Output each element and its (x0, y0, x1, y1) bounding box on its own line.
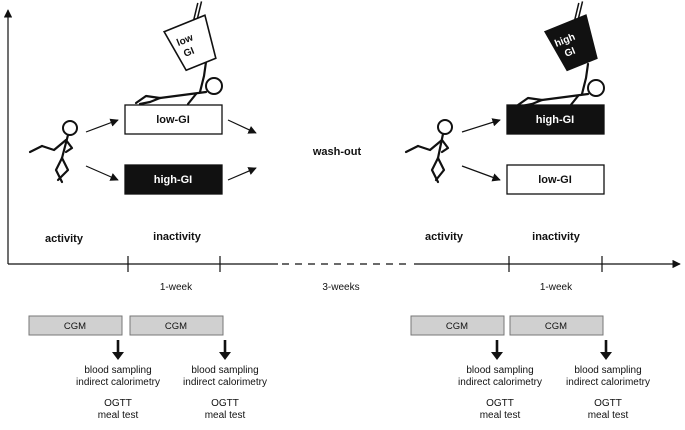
arrow-icon (227, 119, 257, 134)
right-high-gi-label: high-GI (536, 114, 575, 126)
middle-weeks-label: 3-weeks (322, 282, 359, 293)
down-arrow-icon (112, 340, 124, 360)
ogtt-label: OGTT (104, 398, 132, 409)
cgm-box-left-2 (129, 315, 224, 336)
arrow-icon (85, 165, 119, 181)
cgm-label: CGM (446, 321, 468, 332)
left-activity-label: activity (45, 233, 84, 245)
meal-test-label: meal test (480, 410, 521, 421)
down-arrow-icon (491, 340, 503, 360)
right-low-gi-label: low-GI (538, 174, 572, 186)
right-inactivity-label: inactivity (532, 231, 581, 243)
cup-icon-left (162, 1, 217, 72)
blood-sampling-label: blood sampling (574, 365, 641, 376)
walking-person-icon-right (404, 119, 453, 184)
arrow-icon (227, 167, 257, 181)
cup-icon-right (543, 1, 598, 72)
arrow-icon (461, 165, 501, 182)
blood-sampling-label: blood sampling (466, 365, 533, 376)
left-low-gi-label: low-GI (156, 114, 190, 126)
cgm-box-right-1 (410, 315, 505, 336)
arrow-icon (461, 118, 501, 133)
blood-sampling-label: blood sampling (84, 365, 151, 376)
left-week-label: 1-week (160, 282, 193, 293)
ogtt-label: OGTT (594, 398, 622, 409)
blood-sampling-label: blood sampling (191, 365, 258, 376)
wash-out-label: wash-out (312, 146, 362, 158)
left-high-gi-label: high-GI (154, 174, 193, 186)
meal-test-label: meal test (588, 410, 629, 421)
left-inactivity-label: inactivity (153, 231, 202, 243)
ogtt-label: OGTT (486, 398, 514, 409)
left-high-gi-box (124, 164, 223, 195)
left-low-gi-box (124, 104, 223, 135)
cgm-label: CGM (545, 321, 567, 332)
indirect-calorimetry-label: indirect calorimetry (76, 377, 160, 388)
arrow-icon (85, 118, 119, 133)
indirect-calorimetry-label: indirect calorimetry (183, 377, 267, 388)
right-activity-label: activity (425, 231, 464, 243)
meal-test-label: meal test (205, 410, 246, 421)
right-low-gi-box (506, 164, 605, 195)
ogtt-label: OGTT (211, 398, 239, 409)
reclining-person-icon-right (516, 62, 605, 108)
cgm-box-left-1 (28, 315, 123, 336)
down-arrow-icon (600, 340, 612, 360)
indirect-calorimetry-label: indirect calorimetry (458, 377, 542, 388)
cgm-label: CGM (64, 321, 86, 332)
indirect-calorimetry-label: indirect calorimetry (566, 377, 650, 388)
cgm-box-right-2 (509, 315, 604, 336)
meal-test-label: meal test (98, 410, 139, 421)
right-high-gi-box (506, 104, 605, 135)
reclining-person-icon-left (134, 60, 223, 106)
right-cup-text-line2: GI (563, 46, 577, 60)
walking-person-icon-left (28, 120, 78, 184)
left-cup-text-line2: GI (182, 46, 196, 60)
right-week-label: 1-week (540, 282, 573, 293)
down-arrow-icon (219, 340, 231, 360)
cgm-label: CGM (165, 321, 187, 332)
